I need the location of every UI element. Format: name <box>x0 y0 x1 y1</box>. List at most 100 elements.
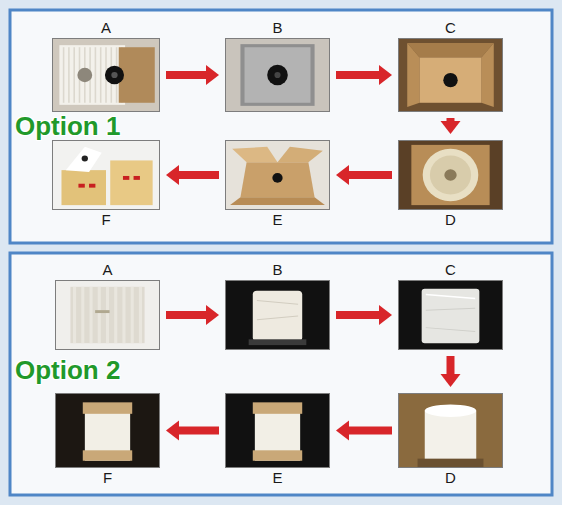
photo-part <box>240 162 314 197</box>
photo-part <box>230 197 325 205</box>
photo-part <box>407 43 419 107</box>
arrow-head <box>166 165 179 185</box>
photo-part <box>257 300 298 304</box>
arrow-shaft <box>447 118 455 123</box>
flow-arrow <box>336 305 392 325</box>
photo-part <box>426 328 475 332</box>
photo-part <box>423 149 479 201</box>
photo-part <box>105 66 124 85</box>
photo-part <box>278 147 323 163</box>
arrow-shaft <box>336 71 381 79</box>
arrow-head <box>379 65 392 85</box>
photo-part <box>131 287 134 343</box>
photo-part <box>73 287 76 343</box>
step-photo: C <box>398 38 503 112</box>
photo-part <box>77 68 92 82</box>
flow-arrow <box>166 65 219 85</box>
photo-part <box>253 450 302 460</box>
option-panel: Option 1ABCDEF <box>10 10 552 243</box>
step-letter: E <box>226 212 329 228</box>
photo-part <box>481 43 493 107</box>
step-letter: F <box>53 212 159 228</box>
step-letter: E <box>226 470 329 486</box>
step-photo: F <box>52 140 160 210</box>
step-letter: D <box>399 470 502 486</box>
flow-arrow <box>166 165 219 185</box>
arrow-shaft <box>447 356 455 376</box>
step-photo: B <box>225 280 330 350</box>
flow-arrow <box>166 305 219 325</box>
arrow-shaft <box>347 171 392 179</box>
panel-ground <box>10 253 552 495</box>
photo-part <box>70 287 144 343</box>
photo-part <box>399 39 502 111</box>
photo-part <box>425 404 477 417</box>
step-photo: C <box>398 280 503 350</box>
arrow-head <box>441 374 461 387</box>
step-letter: B <box>226 20 329 36</box>
step-photo: A <box>52 38 160 112</box>
photo-part <box>444 169 456 181</box>
photo-part <box>420 58 482 103</box>
arrow-head <box>206 305 219 325</box>
flow-arrow <box>441 356 461 387</box>
photo-part <box>272 173 282 183</box>
photo-part <box>426 295 475 299</box>
arrow-head <box>379 305 392 325</box>
step-photo: E <box>225 393 330 468</box>
photo <box>226 281 329 349</box>
arrow-head <box>441 121 461 134</box>
photo-part <box>139 287 142 343</box>
photo <box>399 39 502 111</box>
photo-part <box>110 160 152 205</box>
option-panel: Option 2ABCDEF <box>10 253 552 495</box>
step-letter: F <box>56 470 159 486</box>
photo <box>56 281 159 349</box>
flow-arrow <box>336 421 392 441</box>
photo-part <box>226 281 329 349</box>
photo-part <box>399 394 502 467</box>
photo-part <box>425 411 477 461</box>
photo-part <box>226 394 329 467</box>
photo-part <box>122 287 125 343</box>
photo-part <box>89 287 92 343</box>
photo <box>399 281 502 349</box>
step-photo: F <box>55 393 160 468</box>
photo-part <box>111 72 117 78</box>
photo-part <box>68 47 70 103</box>
photo-part <box>257 316 298 320</box>
photo-part <box>253 291 302 342</box>
flow-arrow <box>441 118 461 134</box>
photo-part <box>98 287 101 343</box>
photo-part <box>95 47 97 103</box>
step-letter: C <box>399 262 502 278</box>
flow-arrow <box>336 65 392 85</box>
photo-part <box>73 47 75 103</box>
photo-part <box>78 184 84 188</box>
photo <box>56 394 159 467</box>
arrow-head <box>206 65 219 85</box>
arrow-head <box>336 421 349 441</box>
photo-part <box>106 287 109 343</box>
photo-part <box>63 47 65 103</box>
photo-part <box>399 141 502 209</box>
photo-part <box>83 450 132 460</box>
option-title: Option 2 <box>15 356 120 384</box>
photo-part <box>226 141 329 209</box>
photo <box>53 141 159 209</box>
photo-part <box>81 287 84 343</box>
photo <box>226 39 329 111</box>
photo-part <box>53 39 159 111</box>
photo <box>399 141 502 209</box>
photo-part <box>83 402 132 413</box>
flow-arrow <box>166 421 219 441</box>
photo-part <box>443 73 457 87</box>
step-letter: C <box>399 20 502 36</box>
photo-part <box>399 281 502 349</box>
photo-part <box>82 156 88 162</box>
photo <box>399 394 502 467</box>
photo-part <box>56 394 159 467</box>
photo-part <box>119 47 155 103</box>
photo-part <box>422 289 480 343</box>
option-title: Option 1 <box>15 112 120 140</box>
